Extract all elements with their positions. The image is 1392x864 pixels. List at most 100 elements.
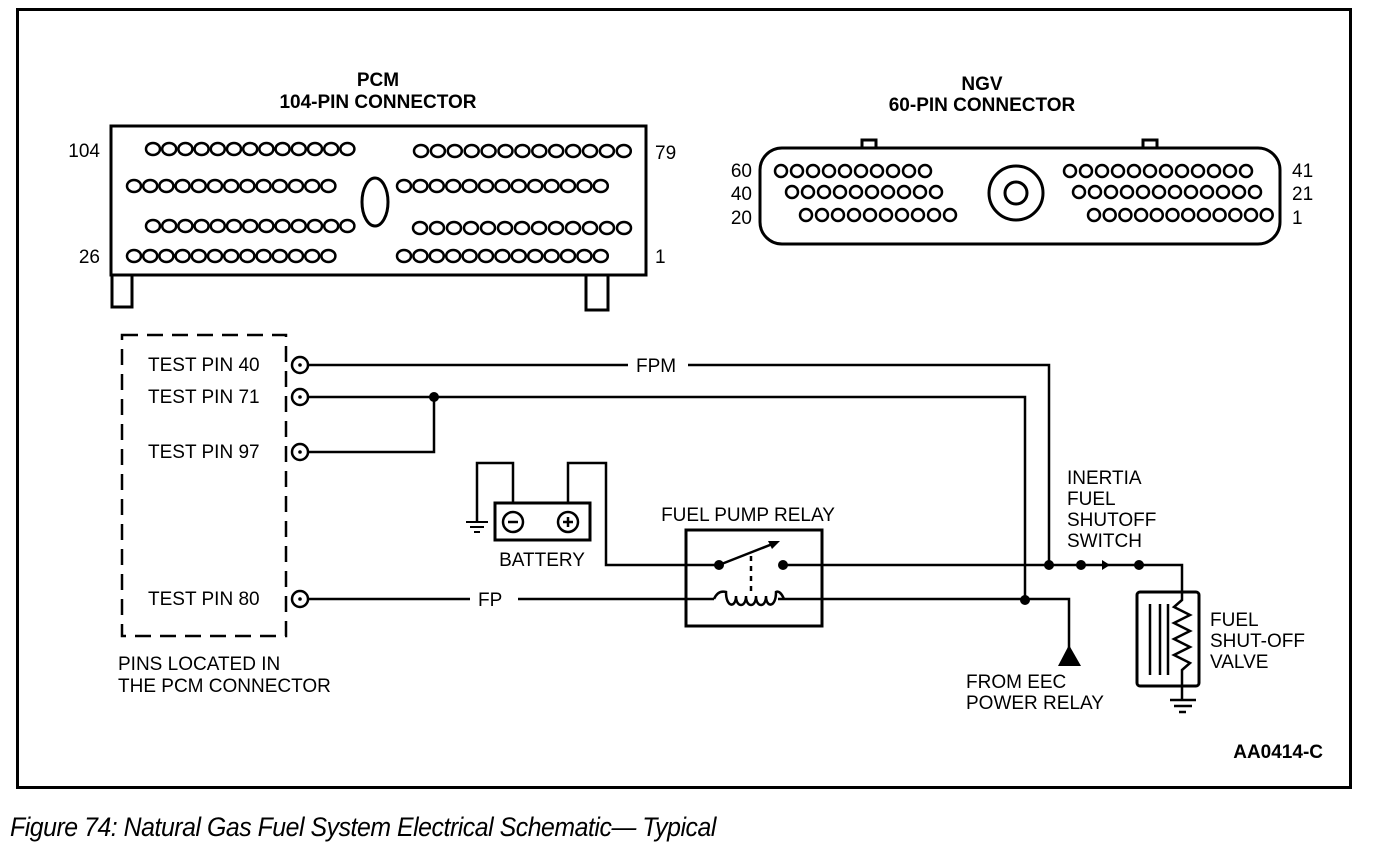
ngv-pin-label-60: 60 — [731, 161, 752, 182]
connector-pin — [222, 178, 240, 194]
connector-pin — [510, 178, 528, 194]
connector-pin — [1259, 207, 1274, 223]
test-pin-97-label: TEST PIN 97 — [148, 442, 260, 463]
connector-pin — [928, 184, 944, 200]
connector-pin — [477, 248, 495, 264]
inertia-switch-contact — [1134, 560, 1144, 570]
relay-switch-arm — [718, 541, 776, 567]
connector-pin — [1212, 207, 1227, 223]
connector-pin — [805, 163, 821, 179]
fp-wire-label: FP — [478, 590, 502, 611]
connector-pin — [800, 184, 816, 200]
battery-negative-wire — [475, 461, 515, 522]
connector-pin — [880, 184, 896, 200]
connector-pin — [287, 248, 305, 264]
connector-pin — [513, 220, 531, 236]
connector-pin — [1142, 163, 1158, 179]
connector-pin — [190, 248, 208, 264]
connector-pin — [258, 218, 275, 234]
connector-pin — [193, 141, 210, 157]
inertia-label-line3: SHUTOFF — [1067, 510, 1156, 531]
relay-coil-icon — [712, 590, 786, 607]
ngv-center-hole — [1003, 180, 1029, 206]
junctions — [429, 392, 1144, 605]
connector-pin — [320, 248, 337, 264]
connector-pin — [412, 178, 429, 194]
connector-pin — [322, 141, 340, 157]
battery-label: BATTERY — [499, 550, 585, 571]
connector-pin — [271, 248, 289, 264]
connector-pin — [428, 248, 446, 264]
connector-pin — [494, 178, 511, 194]
connector-pin — [174, 248, 191, 264]
inertia-switch-arrow-icon — [1102, 560, 1110, 570]
fuel-shutoff-valve: FUEL SHUT-OFF VALVE — [1135, 590, 1305, 688]
connector-pin — [158, 248, 175, 264]
eec-label-line2: POWER RELAY — [966, 693, 1104, 714]
connector-pin — [1110, 163, 1126, 179]
connector-pin — [306, 141, 324, 157]
connector-pin — [1222, 163, 1238, 179]
connector-pin — [462, 220, 480, 236]
connector-pin — [942, 207, 958, 223]
connector-pin — [531, 143, 548, 159]
connector-pin — [461, 178, 478, 194]
connector-pin — [287, 178, 305, 194]
fpm-wire — [308, 363, 1051, 565]
connector-pin — [496, 220, 514, 236]
connector-pin — [1086, 207, 1102, 223]
connector-pin — [878, 207, 894, 223]
connector-pin — [543, 248, 560, 264]
connector-pin — [789, 163, 805, 179]
wiring — [308, 363, 1184, 700]
ngv-connector: NGV 60-PIN CONNECTOR 60 40 20 41 21 1 — [731, 74, 1313, 246]
pcm-pins — [125, 141, 633, 264]
connector-pin — [303, 248, 321, 264]
relay-switch-contact — [778, 560, 788, 570]
fpm-wire-label: FPM — [636, 356, 676, 377]
connector-pin — [412, 248, 429, 264]
connector-pin — [926, 207, 942, 223]
connector-pin — [1243, 207, 1259, 223]
eec-label-line1: FROM EEC — [966, 672, 1066, 693]
connector-pin — [547, 220, 565, 236]
connector-pin — [576, 248, 593, 264]
connector-pin — [1118, 207, 1133, 223]
connector-pin — [1247, 184, 1263, 200]
ngv-pin-label-41: 41 — [1292, 161, 1313, 182]
connector-pin — [444, 178, 462, 194]
connector-pin — [190, 178, 208, 194]
figure-caption: Figure 74: Natural Gas Fuel System Elect… — [10, 812, 716, 842]
connector-pin — [290, 218, 308, 234]
connector-pin — [1206, 163, 1222, 179]
connector-pin — [258, 141, 275, 157]
ngv-pin-label-1: 1 — [1292, 208, 1303, 229]
connector-pin — [193, 218, 210, 234]
valve-label-line2: SHUT-OFF — [1210, 631, 1305, 652]
connector-pin — [581, 220, 599, 236]
relay-body — [684, 528, 824, 628]
connector-pin — [395, 248, 413, 264]
connector-pin — [816, 184, 832, 200]
connector-pin — [598, 143, 616, 159]
connector-pin — [446, 143, 464, 159]
valve-solenoid-coil-icon — [1171, 592, 1193, 686]
connector-pin — [274, 218, 291, 234]
connector-pin — [559, 178, 577, 194]
connector-pin — [339, 218, 356, 234]
connector-pin — [798, 207, 814, 223]
connector-pin — [177, 141, 194, 157]
connector-pin — [894, 207, 910, 223]
connector-pin — [271, 178, 289, 194]
connector-pin — [1167, 184, 1183, 200]
connector-pin — [255, 178, 272, 194]
junction-dot — [1020, 595, 1030, 605]
connector-pin — [144, 141, 162, 157]
ngv-body — [758, 146, 1282, 246]
connector-pin — [912, 184, 928, 200]
test-pin-71-label: TEST PIN 71 — [148, 387, 260, 408]
connector-pin — [411, 220, 429, 236]
pcm-connector: PCM 104-PIN CONNECTOR 104 79 26 1 — [68, 70, 676, 312]
connector-pin — [848, 184, 864, 200]
